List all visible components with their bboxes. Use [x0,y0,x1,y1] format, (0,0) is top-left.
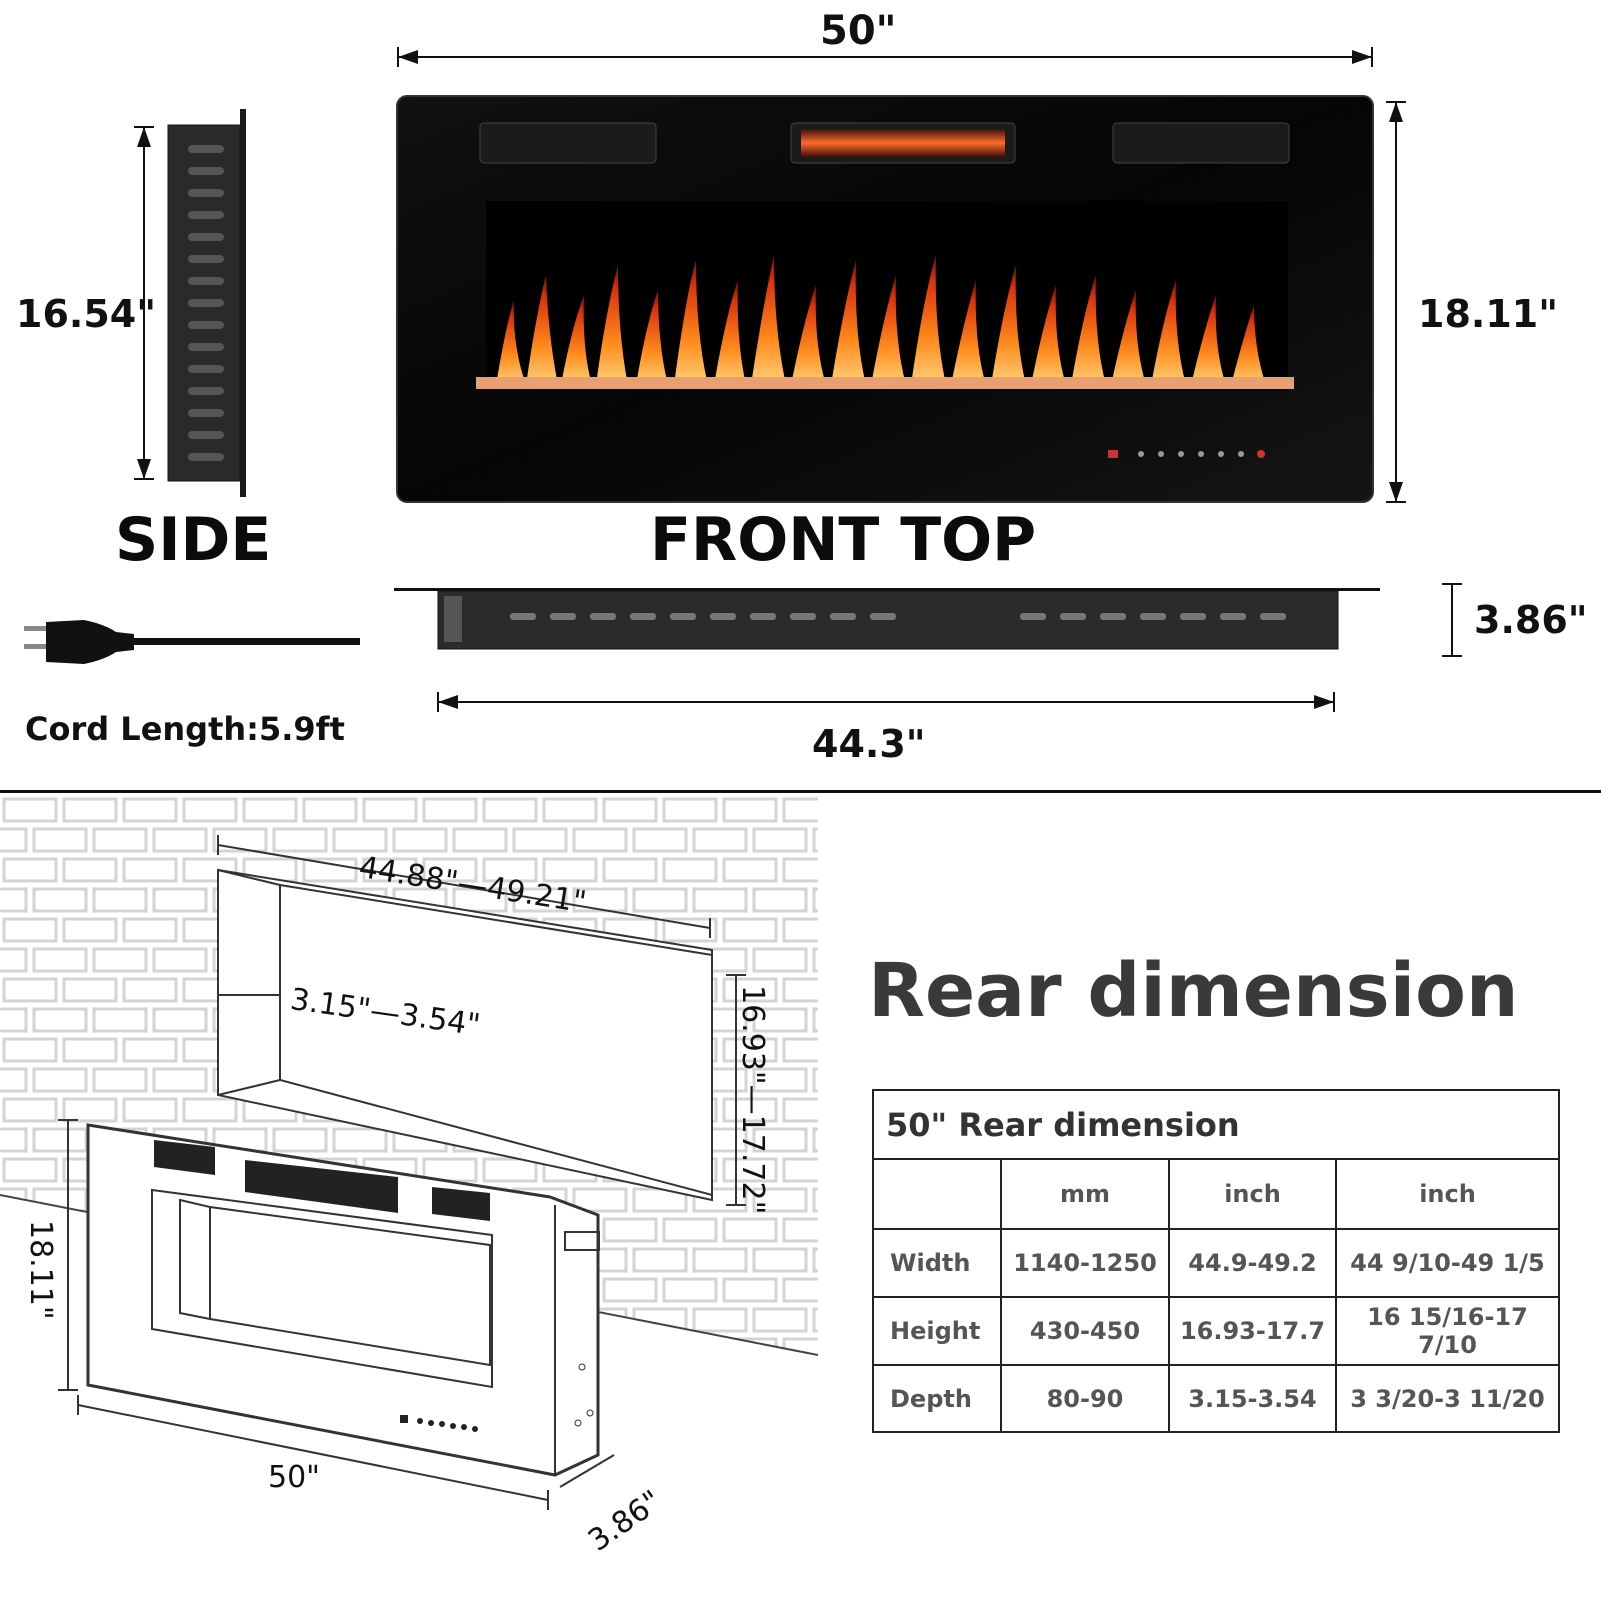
cord-length-label: Cord Length:5.9ft [25,710,345,748]
front-height-label: 18.11" [1418,292,1558,336]
bottom-width-dimension-line [437,692,1335,712]
side-height-label: 16.54" [16,292,156,336]
fireplace-top-view [394,588,1380,650]
rear-dimension-table: 50" Rear dimension mm inch inch Width 11… [872,1089,1560,1433]
table-cell: 44.9-49.2 [1168,1228,1337,1298]
table-row-label: Height [872,1296,1002,1366]
table-caption-row: 50" Rear dimension [872,1089,1560,1160]
table-cell: 16.93-17.7 [1168,1296,1337,1366]
table-row-label: Depth [872,1364,1002,1433]
table-row: Depth 80-90 3.15-3.54 3 3/20-3 11/20 [872,1364,1560,1433]
brick-wall-sketch [0,795,818,1510]
front-height-dimension-line [1386,101,1406,503]
rear-dimension-title: Rear dimension [868,948,1519,1034]
front-width-dimension-line [397,47,1373,67]
power-cord-icon [24,620,360,664]
table-cell: 3.15-3.54 [1168,1364,1337,1433]
section-divider [0,790,1601,793]
table-cell: 80-90 [1000,1364,1170,1433]
front-width-label: 50" [820,8,897,54]
table-row-label: Width [872,1228,1002,1298]
side-height-dimension-line [134,126,154,480]
depth-dimension-line [1442,583,1462,657]
table-header-cell [872,1158,1002,1230]
fireplace-side-view [167,109,246,497]
bottom-width-label: 44.3" [812,722,926,766]
table-header-row: mm inch inch [872,1158,1560,1230]
table-header-cell: mm [1000,1158,1170,1230]
unit-width-label: 50" [268,1460,320,1495]
table-cell: 1140-1250 [1000,1228,1170,1298]
front-top-caption: FRONT TOP [650,505,1037,575]
table-cell: 44 9/10-49 1/5 [1335,1228,1560,1298]
table-row: Height 430-450 16.93-17.7 16 15/16-17 7/… [872,1296,1560,1366]
table-cell: 3 3/20-3 11/20 [1335,1364,1560,1433]
table-row: Width 1140-1250 44.9-49.2 44 9/10-49 1/5 [872,1228,1560,1298]
table-cell: 16 15/16-17 7/10 [1335,1296,1560,1366]
table-header-cell: inch [1335,1158,1560,1230]
table-cell: 430-450 [1000,1296,1170,1366]
depth-label: 3.86" [1474,598,1588,642]
unit-height-label: 18.11" [23,1220,58,1320]
table-caption: 50" Rear dimension [872,1089,1560,1160]
fireplace-front-view [396,95,1374,503]
table-header-cell: inch [1168,1158,1337,1230]
side-caption: SIDE [115,505,272,575]
recess-height-label: 16.93"—17.72" [735,985,770,1215]
